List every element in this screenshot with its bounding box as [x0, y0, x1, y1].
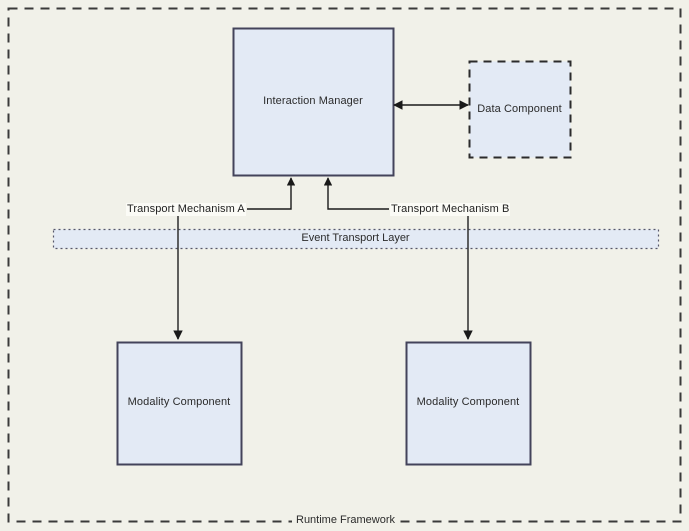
event-transport-layer-shape[interactable] [52, 228, 660, 250]
modality-component-right-shape[interactable] [405, 341, 532, 466]
interaction-manager-label: Interaction Manager [263, 95, 363, 107]
data-component-label: Data Component [477, 103, 562, 115]
modality-component-left-label: Modality Component [127, 396, 231, 408]
modality-component-right-label: Modality Component [416, 396, 520, 408]
transport-mechanism-a-label: Transport Mechanism A [126, 203, 246, 216]
modality-component-left-shape[interactable] [116, 341, 243, 466]
data-component-shape[interactable] [468, 60, 572, 159]
transport-a-connector [247, 177, 296, 210]
event-transport-layer-label: Event Transport Layer [301, 232, 410, 244]
transport-b-connector [323, 177, 389, 210]
runtime-framework-label: Runtime Framework [292, 514, 400, 527]
interaction-manager-shape[interactable] [232, 27, 395, 177]
transport-mechanism-b-label: Transport Mechanism B [390, 203, 511, 216]
